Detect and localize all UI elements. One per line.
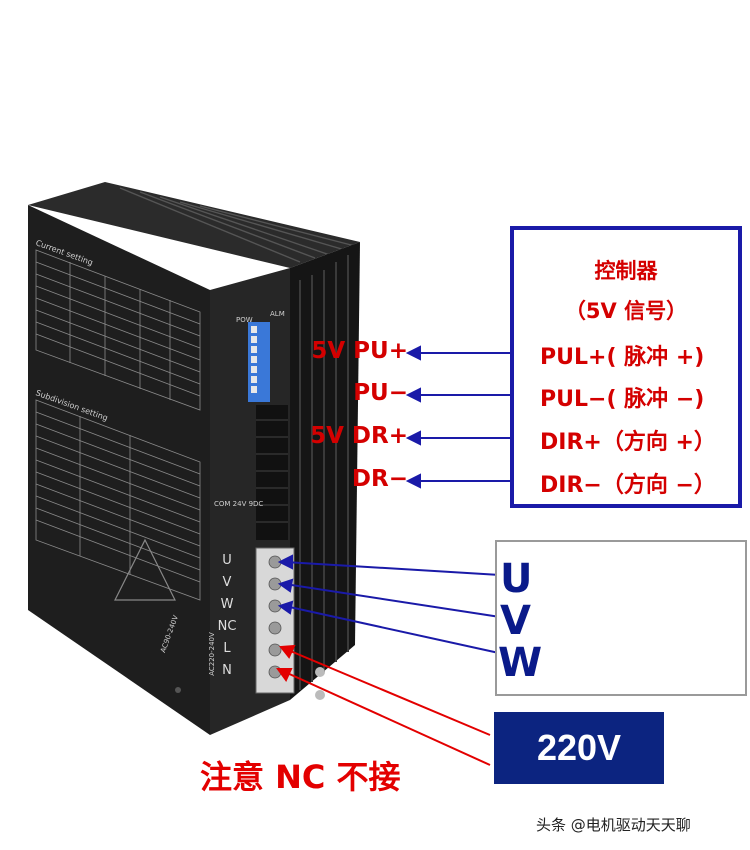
terminal-l: L	[223, 641, 231, 656]
pow-label: POW	[236, 316, 253, 324]
com-label: COM 24V 9DC	[214, 500, 264, 508]
controller-signal-pul-minus: PUL−( 脉冲 −)	[540, 387, 705, 412]
motor-phase-u: U	[500, 556, 533, 602]
controller-box	[510, 226, 742, 508]
signal-connector	[256, 405, 288, 540]
terminal-u: U	[222, 553, 232, 568]
driver-signal-dr-minus: DR−	[351, 466, 408, 492]
driver-signal-pu-plus: 5V PU+	[311, 338, 408, 364]
terminal-w: W	[220, 597, 234, 612]
heatsink-top	[28, 182, 360, 268]
driver-side-panel	[28, 205, 210, 735]
watermark: 头条 @电机驱动天天聊	[536, 816, 691, 834]
controller-signal-dir-minus: DIR−（方向 −）	[540, 473, 716, 498]
driver-signal-dr-plus: 5V DR+	[310, 423, 408, 449]
controller-title: 控制器	[594, 259, 658, 283]
terminal-labels: U V W NC L N	[212, 550, 242, 682]
controller-signal-pul-plus: PUL+( 脉冲 +)	[540, 345, 705, 370]
terminal-v: V	[222, 575, 232, 590]
driver-signal-pu-minus: PU−	[353, 380, 408, 406]
controller-subtitle: （5V 信号）	[564, 299, 688, 323]
motor-phase-v: V	[500, 598, 531, 644]
terminal-nc: NC	[217, 619, 237, 634]
motor-photo-frame	[495, 540, 747, 696]
nc-warning-note: 注意 NC 不接	[200, 758, 401, 796]
alm-label: ALM	[270, 310, 285, 318]
terminal-n: N	[222, 663, 232, 678]
motor-phase-w: W	[498, 640, 543, 686]
power-220v-box: 220V	[494, 712, 664, 784]
controller-signal-dir-plus: DIR+（方向 +）	[540, 430, 716, 455]
